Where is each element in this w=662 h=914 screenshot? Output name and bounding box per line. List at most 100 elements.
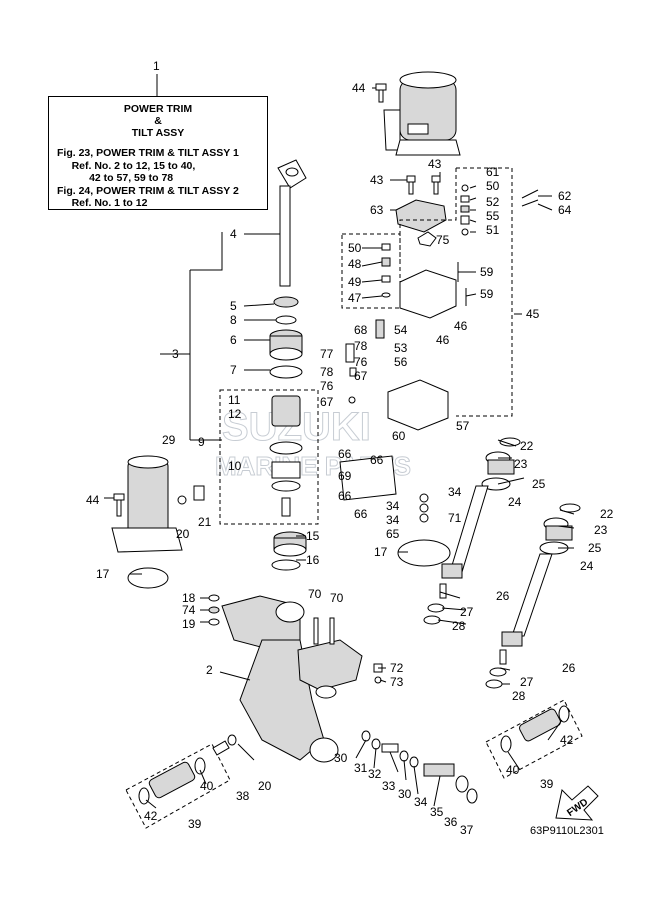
fwd-arrow-icon: FWD <box>555 785 599 821</box>
label-78-a: 78 <box>354 339 368 353</box>
note-title-line-3: TILT ASSY <box>131 127 185 139</box>
note-ref-line-2: Ref. No. 2 to 12, 15 to 40, <box>57 159 196 172</box>
label-9: 9 <box>198 435 205 449</box>
label-22-a: 22 <box>520 439 534 453</box>
label-44-lower: 44 <box>86 493 100 507</box>
seal-5 <box>273 296 299 308</box>
valve-38-20 <box>212 734 237 756</box>
label-30-a: 30 <box>334 751 348 765</box>
label-8: 8 <box>230 313 237 327</box>
label-21: 21 <box>198 515 212 529</box>
label-66-d: 66 <box>354 507 368 521</box>
label-3: 3 <box>172 347 179 361</box>
label-11: 11 <box>228 393 241 407</box>
bolt-44-top <box>375 83 387 103</box>
label-69: 69 <box>338 469 352 483</box>
label-70-b: 70 <box>330 591 344 605</box>
label-2: 2 <box>206 663 213 677</box>
label-26-b: 26 <box>562 661 576 675</box>
label-76-a: 76 <box>354 355 368 369</box>
leader-lines <box>104 87 575 809</box>
label-44-top: 44 <box>352 81 366 95</box>
label-22-b: 22 <box>600 507 614 521</box>
label-32: 32 <box>368 767 382 781</box>
label-59-b: 59 <box>480 287 494 301</box>
cap-6 <box>269 329 303 361</box>
note-title: POWER TRIM & TILT ASSY <box>49 103 267 139</box>
label-25-b: 25 <box>588 541 602 555</box>
label-76-b: 76 <box>320 379 334 393</box>
label-64: 64 <box>558 203 572 217</box>
label-47: 47 <box>348 291 362 305</box>
oring-17-right <box>397 539 451 567</box>
label-37: 37 <box>460 823 474 837</box>
note-ref-line-1: Fig. 23, POWER TRIM & TILT ASSY 1 <box>57 147 239 159</box>
part-75 <box>417 231 437 247</box>
label-54: 54 <box>394 323 408 337</box>
label-34-b: 34 <box>386 499 400 513</box>
label-39-right: 39 <box>540 777 554 791</box>
valve-block-upper <box>399 269 457 319</box>
note-ref-line-4: Fig. 24, POWER TRIM & TILT ASSY 2 <box>57 184 239 197</box>
orings-18-74-19 <box>208 594 220 626</box>
label-42-right: 42 <box>560 733 574 747</box>
oring-16 <box>271 559 301 571</box>
label-46-a: 46 <box>454 319 468 333</box>
label-29: 29 <box>162 433 176 447</box>
relief-valve-left <box>138 757 206 805</box>
cylinder-housing-2 <box>221 595 363 763</box>
manual-valve-30-37 <box>361 730 478 804</box>
check-valve-66-69 <box>339 455 429 523</box>
label-53: 53 <box>394 341 408 355</box>
label-25-a: 25 <box>532 477 546 491</box>
reservoir-29 <box>111 455 183 553</box>
label-61: 61 <box>486 165 500 179</box>
label-52: 52 <box>486 195 500 209</box>
trim-motor <box>383 71 461 156</box>
label-5: 5 <box>230 299 237 313</box>
label-30-b: 30 <box>398 787 412 801</box>
label-27-b: 27 <box>520 675 534 689</box>
label-15: 15 <box>306 529 320 543</box>
label-27-a: 27 <box>460 605 474 619</box>
valve-parts-50-47 <box>381 243 391 298</box>
label-56: 56 <box>394 355 408 369</box>
label-7: 7 <box>230 363 237 377</box>
bolt-44-lower <box>113 493 125 517</box>
label-42-left: 42 <box>144 809 158 823</box>
part-labels: 44 43 43 61 50 52 55 51 62 64 63 75 50 4… <box>86 81 614 837</box>
label-40-left: 40 <box>200 779 214 793</box>
label-20-lower: 20 <box>258 779 272 793</box>
label-18: 18 <box>182 591 196 605</box>
oring-8 <box>275 315 297 325</box>
oring-17-left <box>127 567 169 589</box>
label-60: 60 <box>392 429 406 443</box>
label-33: 33 <box>382 779 396 793</box>
note-callout: 1 <box>153 59 160 96</box>
label-10: 10 <box>228 459 242 473</box>
label-19: 19 <box>182 617 196 631</box>
label-17-right: 17 <box>374 545 388 559</box>
oring-20-upper <box>177 495 187 505</box>
trim-cylinder-upper <box>423 437 521 625</box>
bolt-70-b <box>329 617 335 645</box>
label-43-b: 43 <box>428 157 442 171</box>
label-34-a: 34 <box>448 485 462 499</box>
label-34-c: 34 <box>386 513 400 527</box>
note-title-line-1: POWER TRIM <box>123 103 193 115</box>
cap-15 <box>273 531 307 557</box>
oring-7 <box>269 365 303 379</box>
label-49: 49 <box>348 275 362 289</box>
label-39-left: 39 <box>188 817 202 831</box>
bolts-43 <box>406 175 441 195</box>
label-4: 4 <box>230 227 237 241</box>
label-66-b: 66 <box>370 453 384 467</box>
label-46-b: 46 <box>436 333 450 347</box>
pins-62-64 <box>521 189 539 207</box>
label-78-b: 78 <box>320 365 334 379</box>
label-45: 45 <box>526 307 540 321</box>
label-63: 63 <box>370 203 384 217</box>
label-28-a: 28 <box>452 619 466 633</box>
note-ref-line-3: 42 to 57, 59 to 78 <box>57 172 174 184</box>
note-title-line-2: & <box>154 115 162 127</box>
